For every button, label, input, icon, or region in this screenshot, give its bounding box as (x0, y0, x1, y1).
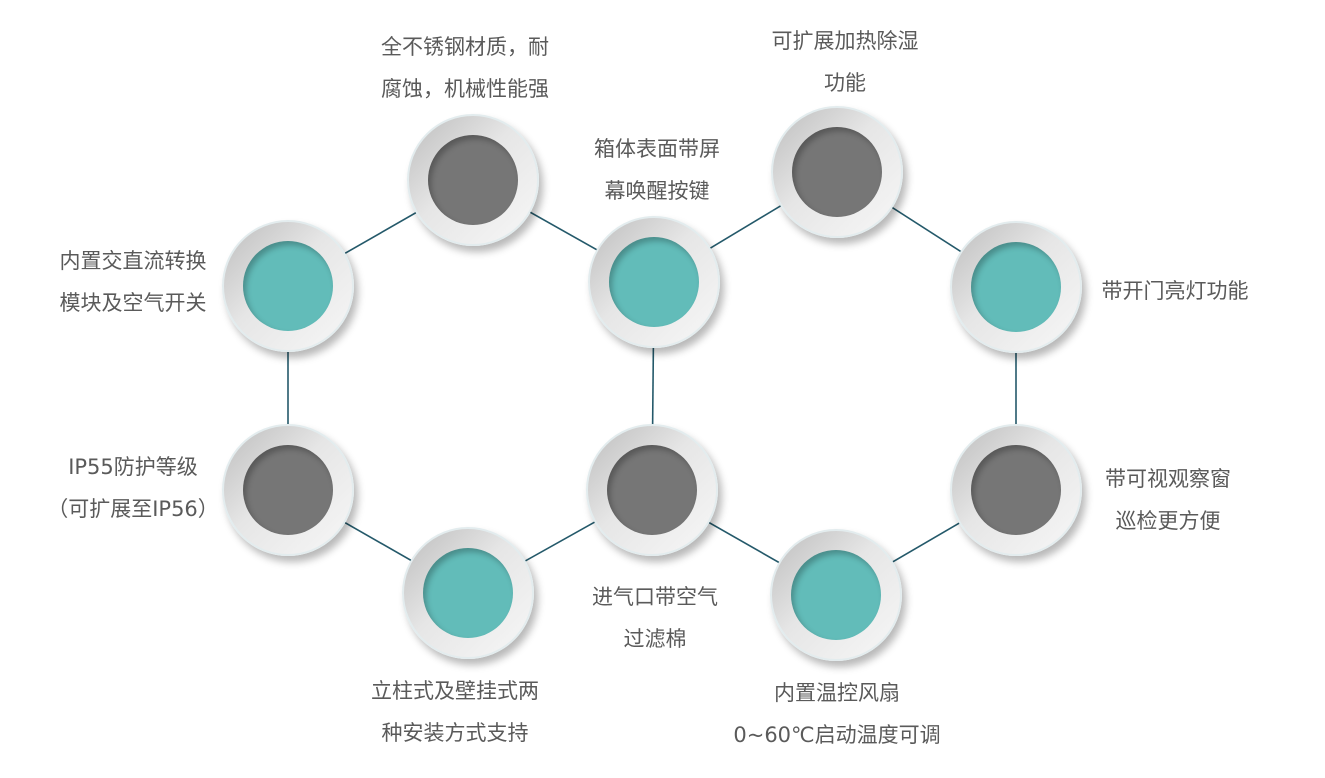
node-inner-circle (791, 550, 881, 640)
node-inner-circle (971, 445, 1061, 535)
feature-label: 进气口带空气过滤棉 (592, 576, 718, 660)
feature-label-line: 带可视观察窗 (1105, 467, 1231, 491)
feature-label-line: 带开门亮灯功能 (1101, 279, 1249, 303)
feature-label-line: 立柱式及壁挂式两 (371, 679, 539, 703)
node-inner-circle (423, 548, 513, 638)
feature-label: 可扩展加热除湿功能 (772, 20, 919, 104)
feature-label-line: 箱体表面带屏 (594, 137, 720, 161)
feature-node (950, 221, 1082, 353)
feature-label-line: 巡检更方便 (1115, 509, 1221, 533)
node-inner-circle (609, 237, 699, 327)
feature-node (770, 529, 902, 661)
feature-node (222, 424, 354, 556)
feature-label: 全不锈钢材质，耐腐蚀，机械性能强 (381, 26, 549, 110)
feature-label-line: 种安装方式支持 (381, 721, 529, 745)
feature-label: 带开门亮灯功能 (1102, 270, 1249, 312)
feature-label: 立柱式及壁挂式两种安装方式支持 (371, 670, 539, 754)
feature-label: IP55防护等级 （可扩展至IP56） (47, 446, 219, 530)
feature-label-line: 过滤棉 (623, 627, 687, 651)
feature-node (407, 114, 539, 246)
feature-label-line: 模块及空气开关 (59, 291, 207, 315)
node-inner-circle (792, 127, 882, 217)
feature-label-line: 内置温控风扇 (773, 681, 900, 705)
feature-label-line: 幕唤醒按键 (604, 179, 710, 203)
feature-node (402, 527, 534, 659)
feature-label: 内置交直流转换模块及空气开关 (60, 240, 207, 324)
feature-label-line: 可扩展加热除湿 (771, 29, 919, 53)
node-inner-circle (971, 242, 1061, 332)
feature-label-line: （可扩展至IP56） (47, 497, 219, 521)
feature-label: 带可视观察窗巡检更方便 (1105, 458, 1231, 542)
node-inner-circle (428, 135, 518, 225)
node-inner-circle (243, 445, 333, 535)
feature-label-line: 内置交直流转换 (59, 249, 207, 273)
feature-node (771, 106, 903, 238)
feature-node (222, 220, 354, 352)
feature-label-line: 腐蚀，机械性能强 (381, 77, 549, 101)
feature-label-line: 0~60℃启动温度可调 (733, 723, 941, 747)
feature-node (588, 216, 720, 348)
feature-label-line: 全不锈钢材质，耐 (381, 35, 549, 59)
feature-label: 箱体表面带屏幕唤醒按键 (594, 128, 720, 212)
feature-node (950, 424, 1082, 556)
node-inner-circle (243, 241, 333, 331)
feature-label-line: 功能 (824, 71, 866, 95)
feature-node (586, 424, 718, 556)
feature-label-line: 进气口带空气 (592, 585, 718, 609)
node-inner-circle (607, 445, 697, 535)
feature-label: 内置温控风扇 0~60℃启动温度可调 (733, 672, 940, 756)
feature-label-line: IP55防护等级 (68, 455, 198, 479)
